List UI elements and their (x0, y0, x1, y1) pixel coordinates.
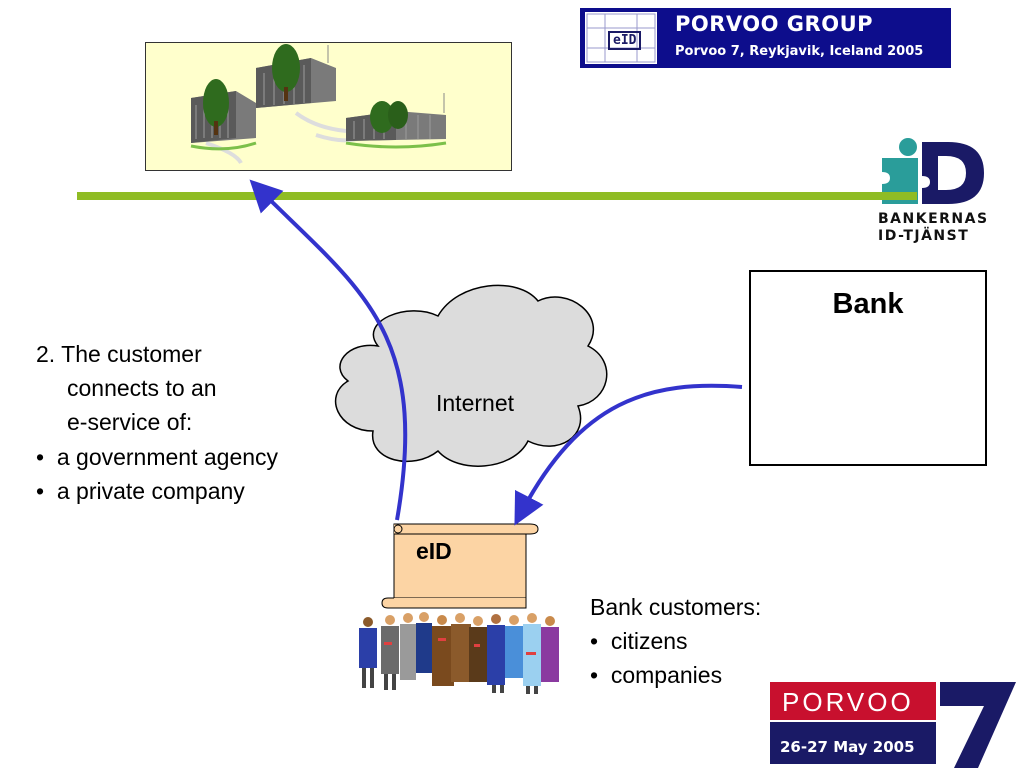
customer-connects-line1: 2. The customer (36, 341, 202, 367)
porvoo-logo-name: PORVOO (782, 687, 914, 717)
bank-customers-item: • companies (590, 662, 723, 688)
customer-connects-line2: connects to an (67, 375, 217, 401)
bank-customers-heading: Bank customers: (590, 594, 762, 620)
bankid-logo-line2: ID-TJÄNST (878, 228, 970, 244)
eid-scroll-icon (381, 523, 539, 609)
office-buildings-image (145, 42, 512, 171)
bank-label: Bank (832, 288, 904, 320)
porvoo-7-logo: PORVOO 26-27 May 2005 (770, 682, 1016, 768)
bank-customers-item: • citizens (590, 628, 688, 654)
internet-label: Internet (436, 390, 514, 416)
eid-logo: eID (585, 12, 657, 64)
customer-connects-item: • a private company (36, 478, 245, 504)
arrow-customer-to-eservice (249, 179, 408, 521)
bank-box: Bank (749, 270, 987, 466)
porvoo-group-banner: eID PORVOO GROUP Porvoo 7, Reykjavik, Ic… (580, 8, 951, 68)
people-crowd-clipart (359, 612, 559, 694)
banner-title: PORVOO GROUP (675, 12, 874, 36)
customer-connects-item: • a government agency (36, 444, 279, 470)
banner-subtitle: Porvoo 7, Reykjavik, Iceland 2005 (675, 44, 924, 59)
eid-logo-text: eID (608, 31, 642, 50)
eid-scroll-label: eID (416, 538, 452, 564)
porvoo-logo-dates: 26-27 May 2005 (780, 738, 915, 756)
customer-connects-line3: e-service of: (67, 409, 193, 435)
office-buildings-clipart (190, 44, 447, 165)
bankid-logo-line1: BANKERNAS (878, 211, 989, 227)
arrow-bank-to-eid (514, 383, 743, 526)
network-line (77, 192, 917, 200)
